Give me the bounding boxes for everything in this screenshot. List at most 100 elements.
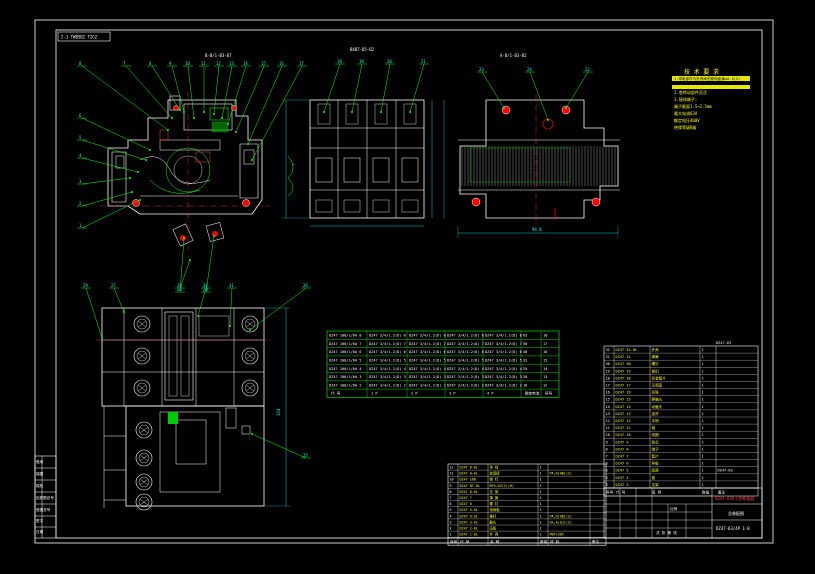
balloon-v2-2: 20 (380, 59, 395, 113)
bp-cell-11-0: 1 (450, 533, 452, 537)
balloon-number-bottom-0: 29 (83, 283, 88, 288)
mid-cell-1-2: DZ47 3/4/1.2(D) 7 (409, 342, 446, 346)
balloon-top-4: 10 (183, 61, 195, 119)
bp-cell-2-3: 1 (540, 478, 542, 482)
rp-cell-6-1: DZ47 16 (616, 391, 631, 395)
rp-cell-3-3: 1 (702, 369, 704, 373)
rp-cell-9-2: 连杆 (652, 411, 660, 416)
balloon-number-bottom-5: 26 (303, 283, 308, 288)
bp-cell-9-4: Hx,A(bJ)(2) (550, 520, 572, 524)
balloon-left-2: 4 (77, 153, 139, 173)
rp-cell-18-2: 盖 (652, 475, 656, 480)
rp-cell-1-2: 弹簧 (652, 354, 660, 359)
rp-cell-19-1: DZ47 3 (616, 483, 629, 487)
mid-cell-4-5: 25 (523, 367, 527, 371)
rp-header-3: 数量 (702, 490, 710, 495)
mid-cell-2-0: DZ47 100/1/6A 6 (329, 350, 361, 354)
bp-cell-6-3: 1 (540, 502, 542, 506)
mid-header-5: 额定电流 (525, 391, 540, 396)
bp-cell-1-4: PA,D(HB)(2) (550, 472, 572, 476)
rp-cell-17-4: DZ47-63 (718, 469, 733, 473)
rp-cell-0-0: 32 (606, 348, 610, 352)
rp-cell-14-0: 8 (606, 447, 608, 451)
rp-cell-19-3: 1 (702, 483, 704, 487)
bp-cell-10-0: 2 (450, 527, 452, 531)
balloon-top-11: 17 (251, 61, 307, 161)
balloon-number-left-4: 2 (79, 201, 82, 206)
balloon-top-2: 8 (147, 61, 181, 111)
mid-cell-4-2: DZ47 3/4/1.2(D) 4 (409, 367, 446, 371)
bp-cell-5-2: 弹 簧 (490, 495, 499, 500)
bp-cell-5-3: 1 (540, 496, 542, 500)
balloon-number-v2-0: 18 (337, 59, 342, 64)
rp-title-cell: DZ47-63 (716, 341, 731, 345)
mid-header-0: 代 号 (331, 391, 341, 396)
screw-2 (133, 347, 151, 365)
rp-cell-4-1: DZ47 18 (616, 376, 631, 380)
rp-cell-7-2: 静触头 (652, 397, 663, 402)
balloon-number-top-7: 13 (229, 61, 234, 66)
balloon-number-v3-1: 24 (527, 67, 532, 72)
rp-header-0: 序号 (606, 490, 614, 495)
bp-cell-6-0: 6 (450, 502, 452, 506)
bp-cell-10-2: 压板 (490, 526, 497, 531)
balloon-v2-3: 21 (409, 59, 429, 113)
screw-4 (133, 379, 151, 397)
balloon-number-top-0: 8 (79, 61, 82, 66)
bp-cell-4-2: 支 架 (490, 489, 499, 494)
balloon-number-left-3: 3 (79, 179, 82, 184)
rp-cell-6-0: 16 (606, 391, 610, 395)
balloon-number-top-5: 11 (201, 61, 206, 66)
balloon-number-bottom-4: 31 (229, 283, 234, 288)
balloon-v3-1: 24 (525, 67, 549, 121)
bp-cell-9-0: 3 (450, 520, 452, 524)
bp-cell-4-0: 8 (450, 490, 452, 494)
balloon-number-v2-1: 19 (359, 59, 364, 64)
balloon-top-0: 8 (77, 61, 169, 131)
balloon-number-top-9: 15 (261, 61, 266, 66)
title-scale-label: 比例 (670, 506, 678, 511)
bp-cell-8-0: 4 (450, 514, 452, 518)
rp-cell-3-2: 锁扣 (652, 368, 660, 373)
bp-header-4: 材 料 (550, 539, 560, 544)
rp-cell-8-0: 14 (606, 405, 610, 409)
bp-cell-11-2: 外 壳 (490, 532, 499, 537)
mid-cell-2-2: DZ47 3/4/1.2(D) 6 (409, 350, 446, 354)
bp-cell-11-4: PBT+30% (550, 533, 564, 537)
rp-cell-7-0: 15 (606, 398, 610, 402)
tech-line-4: 最大电流63A (674, 110, 698, 116)
screw-8 (135, 473, 153, 491)
mid-cell-4-4: DZ47 3/4/1.2(D) 4 (485, 367, 522, 371)
balloon-top-1: 7 (121, 61, 173, 119)
mid-cell-0-5: 63 (523, 334, 527, 338)
bp-cell-6-2: 螺 钉 (490, 501, 499, 506)
rp-cell-17-1: DZ47 5 (616, 469, 629, 473)
bp-cell-0-0: 12 (450, 466, 454, 470)
bp-cell-2-2: 铆 钉 (490, 477, 499, 482)
balloon-bottom-1: 27 (109, 283, 125, 313)
mid-cell-1-3: DZ47 3/4/1.2(D) 7 (447, 342, 484, 346)
view-2-front: B4B7-B5-B2 ~ (282, 47, 433, 227)
rp-cell-16-2: 导板 (652, 461, 660, 466)
bp-cell-0-1: DZ47 8-0L (460, 466, 478, 470)
mid-cell-6-0: DZ47 100/1/6A 2 (329, 383, 361, 387)
bp-cell-1-3: 1 (540, 472, 542, 476)
rp-cell-0-3: 1 (702, 348, 704, 352)
bp-cell-7-3: 1 (540, 508, 542, 512)
bp-cell-8-3: 1 (540, 514, 542, 518)
balloon-top-6: 12 (213, 61, 224, 115)
rp-cell-12-1: DZ47 10 (616, 433, 631, 437)
rp-cell-15-0: 7 (606, 455, 608, 459)
view1-title: B-B/1-B3-07 (205, 53, 232, 58)
balloon-top-8: 14 (227, 61, 251, 125)
title-drawing-no: DZ47-63/4P 1-B (716, 526, 750, 531)
balloon-number-v1b-1: 29 (203, 287, 208, 292)
mid-cell-0-3: DZ47 3/4/1.2(D) 8 (447, 334, 484, 338)
balloon-top-3: 9 (167, 61, 185, 113)
mid-cell-0-1: DZ47 3/4/1.2(D) 8 (369, 334, 406, 338)
mid-cell-4-1: DZ47 3/4/1.2(D) 4 (369, 367, 406, 371)
screw-6 (135, 421, 153, 439)
